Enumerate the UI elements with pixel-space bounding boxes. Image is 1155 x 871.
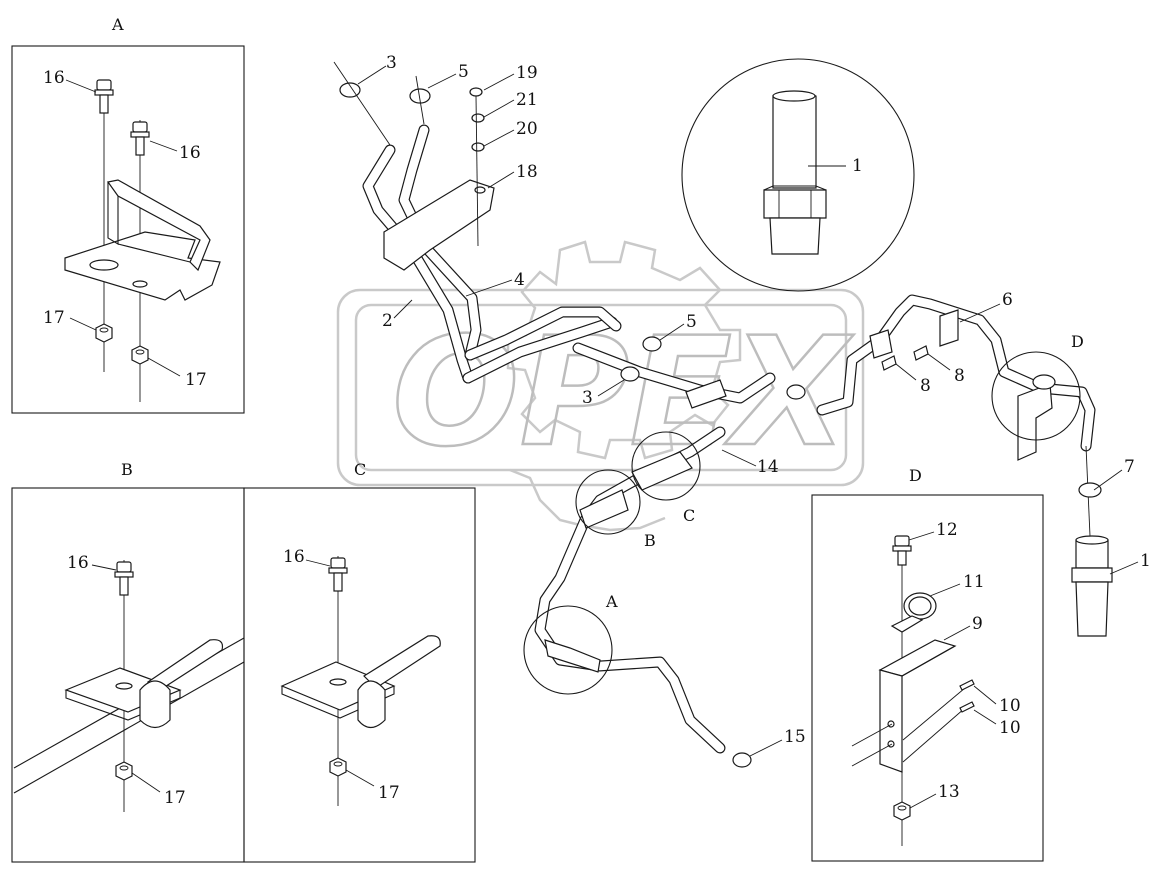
callout-16: 16 [283,547,305,567]
washer-20 [471,142,485,152]
callout-10: 10 [999,718,1021,738]
callout-11: 11 [963,572,985,592]
watermark-text: OPEX [392,306,854,480]
view-label-a: A [605,592,618,611]
bolt-16-c [328,557,348,592]
callout-3: 3 [386,53,397,73]
bracket-9 [878,639,957,773]
callout-15: 15 [784,727,806,747]
panel-b-title: B [121,460,133,479]
callout-17: 17 [164,788,186,808]
bolt-16-a2 [130,121,150,156]
bolt-8-a [881,355,897,371]
screw-10-a [959,679,975,691]
callout-5: 5 [686,312,697,332]
view-label-c: C [683,506,695,525]
callout-1: 1 [1140,551,1151,571]
nut-13 [893,801,911,821]
clamp-15 [732,752,752,768]
callout-17: 17 [378,783,400,803]
panel-a-title: A [111,15,124,34]
screw-10-b [959,701,975,713]
view-label-b: B [644,531,656,550]
bolt-8-b [913,345,929,361]
callout-9: 9 [972,614,983,634]
view-label-c-inner: C [354,460,366,479]
nut-17-b [115,761,133,781]
callout-16: 16 [67,553,89,573]
callout-4: 4 [514,270,525,290]
callout-3: 3 [582,388,593,408]
callout-6: 6 [1002,290,1013,310]
clamp-11 [890,592,937,633]
hose-assembly: D A B C C 3 5 19 21 20 18 4 2 5 3 14 6 7 [333,53,1151,768]
bolt-16-b [114,561,134,596]
clamp-3-mid [620,366,640,382]
view-circle-d [991,351,1081,441]
callout-10: 10 [999,696,1021,716]
view-circle-a [523,605,613,695]
clamp-7-mid [786,384,806,400]
callout-8: 8 [920,376,931,396]
panel-d-title: D [909,466,922,485]
callout-16: 16 [43,68,65,88]
callout-5: 5 [458,62,469,82]
callout-16: 16 [179,143,201,163]
bolt-16-a1 [94,79,114,114]
callout-7: 7 [1124,457,1135,477]
detail-panel-a: A [11,15,245,414]
callout-17: 17 [185,370,207,390]
clamp-5-mid [642,336,662,352]
callout-13: 13 [938,782,960,802]
view-label-d: D [1071,332,1084,351]
callout-14: 14 [757,457,779,477]
opex-watermark: OPEX [336,240,865,532]
detail-circle-fitting-1: 1 [681,58,915,292]
bolt-12 [892,535,912,566]
nut-17-a1 [95,323,113,343]
bracket-a [64,179,221,301]
detail-panel-d: D [811,466,1044,862]
clamp-7 [1078,482,1102,498]
nut-17-c [329,757,347,777]
fitting-1 [1071,535,1113,637]
detail-panel-c: 16 17 [243,487,476,863]
view-circle-c [631,431,701,501]
callout-1: 1 [852,156,863,176]
callout-17: 17 [43,308,65,328]
callout-8: 8 [954,366,965,386]
callout-12: 12 [936,520,958,540]
callout-20: 20 [516,119,538,139]
callout-18: 18 [516,162,538,182]
washer-21 [471,113,485,123]
view-circle-b [575,469,641,535]
callout-2: 2 [382,311,393,331]
callout-21: 21 [516,90,538,110]
nut-19 [469,87,483,97]
clamp-5-top [409,88,431,104]
nut-17-a2 [131,345,149,365]
detail-panel-b: B 16 17 [11,460,245,863]
callout-19: 19 [516,63,538,83]
